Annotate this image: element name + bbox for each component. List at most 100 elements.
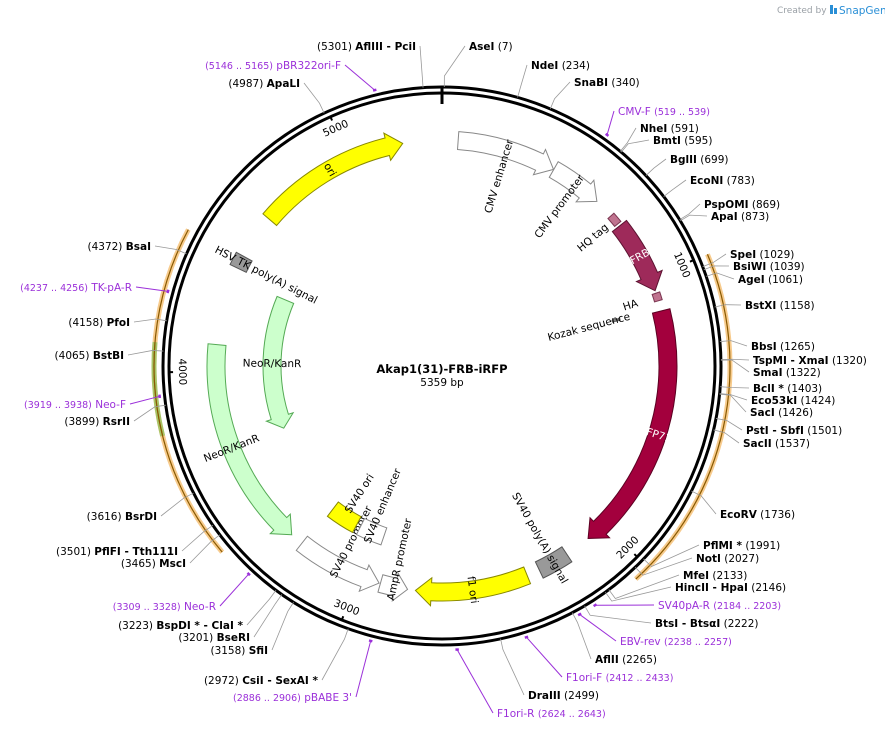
enzyme-site-tspmi-xmai[interactable]: TspMI - XmaI (1320) [753, 355, 867, 367]
feature-neor-kanr-inner[interactable] [262, 295, 295, 429]
primer-pbr322ori-f[interactable]: (5146 .. 5165) pBR322ori-F [205, 60, 341, 72]
primer-tk-pa-r[interactable]: (4237 .. 4256) TK-pA-R [20, 282, 132, 294]
enzyme-site-eco53ki[interactable]: Eco53kI (1424) [751, 395, 835, 407]
primer-range: (2238 .. 2257) [664, 637, 732, 648]
enzyme-site-pfoi[interactable]: (4158) PfoI [68, 317, 130, 329]
feature-label-kozak: Kozak sequence [546, 311, 631, 344]
feature-cmv-promoter[interactable] [548, 161, 598, 203]
enzyme-site-apali[interactable]: (4987) ApaLI [228, 78, 300, 90]
enzyme-site-snabi[interactable]: SnaBI (340) [574, 77, 640, 89]
enzyme-site-btsi-bts-i[interactable]: BtsI - BtsαI (2222) [655, 618, 759, 630]
enzyme-site-bsai[interactable]: (4372) BsaI [87, 241, 151, 253]
enzyme-site-asei[interactable]: AseI (7) [469, 41, 513, 53]
enzyme-leader [303, 82, 325, 114]
feature-sv40-polya[interactable] [534, 546, 573, 579]
primer-pbabe-3[interactable]: (2886 .. 2906) pBABE 3' [233, 692, 352, 704]
enzyme-name: AflII [595, 654, 619, 666]
primer-sv40pa-r[interactable]: SV40pA-R (2184 .. 2203) [658, 600, 781, 612]
enzyme-position: (7) [498, 41, 513, 53]
enzyme-label: SpeI (1029) [730, 249, 794, 261]
enzyme-label: (3899) RsrII [64, 416, 130, 428]
enzyme-site-mfei[interactable]: MfeI (2133) [683, 570, 747, 582]
primer-cmv-f[interactable]: CMV-F (519 .. 539) [618, 106, 710, 118]
enzyme-site-econi[interactable]: EcoNI (783) [690, 175, 755, 187]
primer-f1ori-f[interactable]: F1ori-F (2412 .. 2433) [566, 672, 673, 684]
enzyme-site-agei[interactable]: AgeI (1061) [738, 274, 803, 286]
primer-neo-r[interactable]: (3309 .. 3328) Neo-R [113, 601, 216, 613]
feature-irfp713[interactable] [587, 308, 678, 539]
enzyme-site-bspdi-clai[interactable]: (3223) BspDI * - ClaI * [118, 620, 243, 632]
feature-sv40-ori[interactable] [326, 501, 362, 534]
enzyme-label: BclI * (1403) [753, 383, 822, 395]
feature-hq-tag[interactable] [607, 212, 622, 228]
enzyme-name: ApaLI [267, 78, 300, 90]
enzyme-site-bsiwi[interactable]: BsiWI (1039) [733, 261, 805, 273]
enzyme-site-sacii[interactable]: SacII (1537) [743, 438, 810, 450]
enzyme-site-pflfi-tth111i[interactable]: (3501) PflFI - Tth111I [56, 546, 178, 558]
enzyme-site-draiii[interactable]: DraIII (2499) [528, 690, 599, 702]
enzyme-leader [133, 404, 166, 422]
enzyme-position: (3465) [121, 558, 156, 570]
enzyme-leader [246, 590, 277, 626]
enzyme-site-msci[interactable]: (3465) MscI [121, 558, 186, 570]
primer-range: (5146 .. 5165) [205, 61, 273, 72]
enzyme-label: (4065) BstBI [55, 350, 124, 362]
enzyme-site-bbsi[interactable]: BbsI (1265) [751, 341, 815, 353]
enzyme-label: NdeI (234) [531, 60, 590, 72]
feature-sv40-enhancer[interactable] [355, 517, 388, 546]
enzyme-leader [127, 350, 164, 356]
primer-range: (3309 .. 3328) [113, 602, 181, 613]
feature-kozak[interactable] [611, 317, 621, 323]
enzyme-leader [680, 214, 708, 222]
enzyme-position: (4987) [228, 78, 263, 90]
enzyme-site-ecorv[interactable]: EcoRV (1736) [720, 509, 795, 521]
enzyme-label: BbsI (1265) [751, 341, 815, 353]
enzyme-site-aflii[interactable]: AflII (2265) [595, 654, 657, 666]
enzyme-name: MscI [159, 558, 186, 570]
enzyme-site-bstxi[interactable]: BstXI (1158) [745, 300, 815, 312]
enzyme-site-smai[interactable]: SmaI (1322) [753, 367, 821, 379]
primer-f1ori-r[interactable]: F1ori-R (2624 .. 2643) [497, 708, 606, 720]
enzyme-site-afliii-pcii[interactable]: (5301) AflIII - PciI [317, 41, 416, 53]
enzyme-name: BtsI - BtsαI [655, 618, 720, 630]
enzyme-site-bcli[interactable]: BclI * (1403) [753, 383, 822, 395]
enzyme-site-ndei[interactable]: NdeI (234) [531, 60, 590, 72]
enzyme-site-nhei[interactable]: NheI (591) [640, 123, 699, 135]
enzyme-site-apai[interactable]: ApaI (873) [711, 211, 769, 223]
primer-neo-f[interactable]: (3919 .. 3938) Neo-F [24, 399, 126, 411]
feature-cmv-enhancer[interactable] [456, 131, 555, 176]
enzyme-site-pspomi[interactable]: PspOMI (869) [704, 199, 780, 211]
feature-neor-kanr-outer[interactable] [206, 343, 293, 536]
enzyme-site-saci[interactable]: SacI (1426) [750, 407, 813, 419]
enzyme-site-psti-sbfi[interactable]: PstI - SbfI (1501) [746, 425, 842, 437]
enzyme-site-noti[interactable]: NotI (2027) [696, 553, 759, 565]
enzyme-site-pflmi[interactable]: PflMI * (1991) [703, 540, 780, 552]
credit: Created by SnapGene [775, 2, 893, 17]
feature-f1-ori[interactable] [414, 566, 532, 607]
enzyme-site-bstbi[interactable]: (4065) BstBI [55, 350, 124, 362]
primer-label: (2886 .. 2906) pBABE 3' [233, 692, 352, 704]
primer-ebv-rev[interactable]: EBV-rev (2238 .. 2257) [620, 636, 732, 648]
feature-ha[interactable] [651, 291, 663, 303]
enzyme-site-spei[interactable]: SpeI (1029) [730, 249, 794, 261]
enzyme-label: DraIII (2499) [528, 690, 599, 702]
feature-hsv-tk-polya[interactable] [229, 251, 253, 273]
enzyme-name: HincII - HpaI [675, 582, 748, 594]
enzyme-site-rsrii[interactable]: (3899) RsrII [64, 416, 130, 428]
enzyme-site-bmti[interactable]: BmtI (595) [653, 135, 712, 147]
enzyme-site-csii-sexai[interactable]: (2972) CsiI - SexAI * [204, 675, 319, 687]
feature-ori[interactable] [262, 132, 404, 227]
enzyme-label: BtsI - BtsαI (2222) [655, 618, 759, 630]
enzyme-site-bseri[interactable]: (3201) BseRI [178, 632, 250, 644]
enzyme-position: (2027) [724, 553, 759, 565]
enzyme-site-hincii-hpai[interactable]: HincII - HpaI (2146) [675, 582, 786, 594]
feature-frb[interactable] [611, 219, 663, 292]
enzyme-label: SnaBI (340) [574, 77, 640, 89]
feature-label-ha: HA [622, 297, 641, 313]
feature-ampr-promoter[interactable] [377, 572, 409, 603]
enzyme-label: HincII - HpaI (2146) [675, 582, 786, 594]
feature-sv40-promoter[interactable] [295, 535, 380, 593]
enzyme-site-sfii[interactable]: (3158) SfiI [210, 645, 268, 657]
enzyme-site-bsrdi[interactable]: (3616) BsrDI [87, 511, 157, 523]
enzyme-site-bglii[interactable]: BglII (699) [670, 154, 729, 166]
